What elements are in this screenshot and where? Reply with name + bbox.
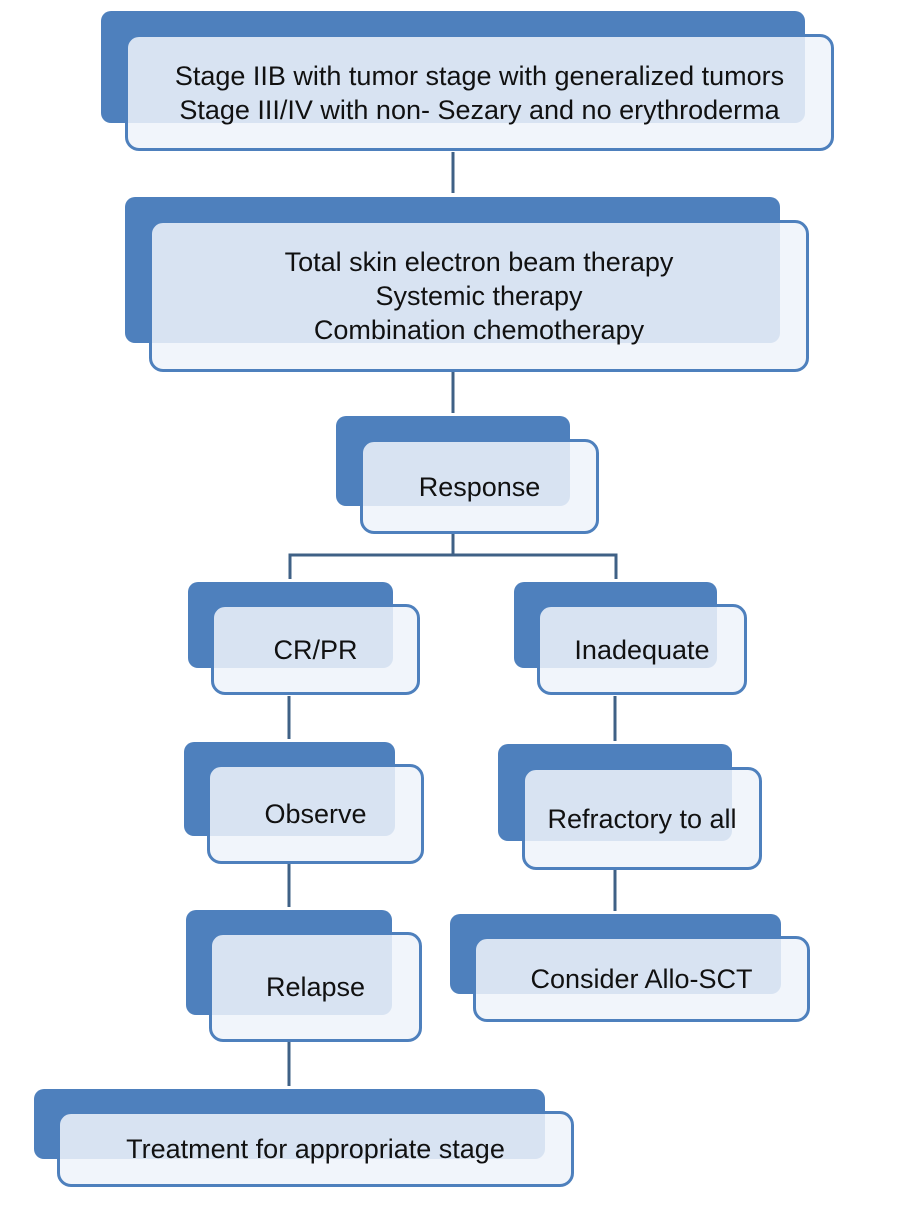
node-consider-allo-sct-box: Consider Allo-SCT	[473, 936, 810, 1022]
node-relapse-label: Relapse	[265, 972, 366, 1002]
node-therapy-line-3: Combination chemotherapy	[313, 315, 645, 345]
node-response-box: Response	[360, 439, 599, 534]
node-initial-stage-line-1: Stage IIB with tumor stage with generali…	[174, 60, 785, 91]
node-cr-pr-box: CR/PR	[211, 604, 420, 695]
node-treatment-box: Treatment for appropriate stage	[57, 1111, 574, 1187]
node-therapy-options-box: Total skin electron beam therapy Systemi…	[149, 220, 809, 372]
node-inadequate-box: Inadequate	[537, 604, 747, 695]
node-treatment-label: Treatment for appropriate stage	[126, 1134, 505, 1164]
node-cr-pr-label: CR/PR	[273, 634, 358, 665]
node-consider-allo-sct-label: Consider Allo-SCT	[530, 964, 753, 994]
node-initial-stage-box: Stage IIB with tumor stage with generali…	[125, 34, 834, 151]
node-refractory-box: Refractory to all	[522, 767, 762, 870]
node-initial-stage-line-2: Stage III/IV with non- Sezary and no ery…	[179, 94, 780, 125]
connector-response-inadequate	[453, 553, 618, 579]
connector-response-cr-pr	[288, 534, 455, 579]
node-response-label: Response	[418, 471, 541, 502]
node-therapy-line-2: Systemic therapy	[375, 281, 583, 311]
node-observe-box: Observe	[207, 764, 424, 864]
node-inadequate-label: Inadequate	[574, 634, 710, 665]
node-observe-label: Observe	[264, 799, 367, 829]
node-therapy-line-1: Total skin electron beam therapy	[284, 247, 674, 277]
node-relapse-box: Relapse	[209, 932, 422, 1042]
node-refractory-label: Refractory to all	[547, 803, 737, 834]
